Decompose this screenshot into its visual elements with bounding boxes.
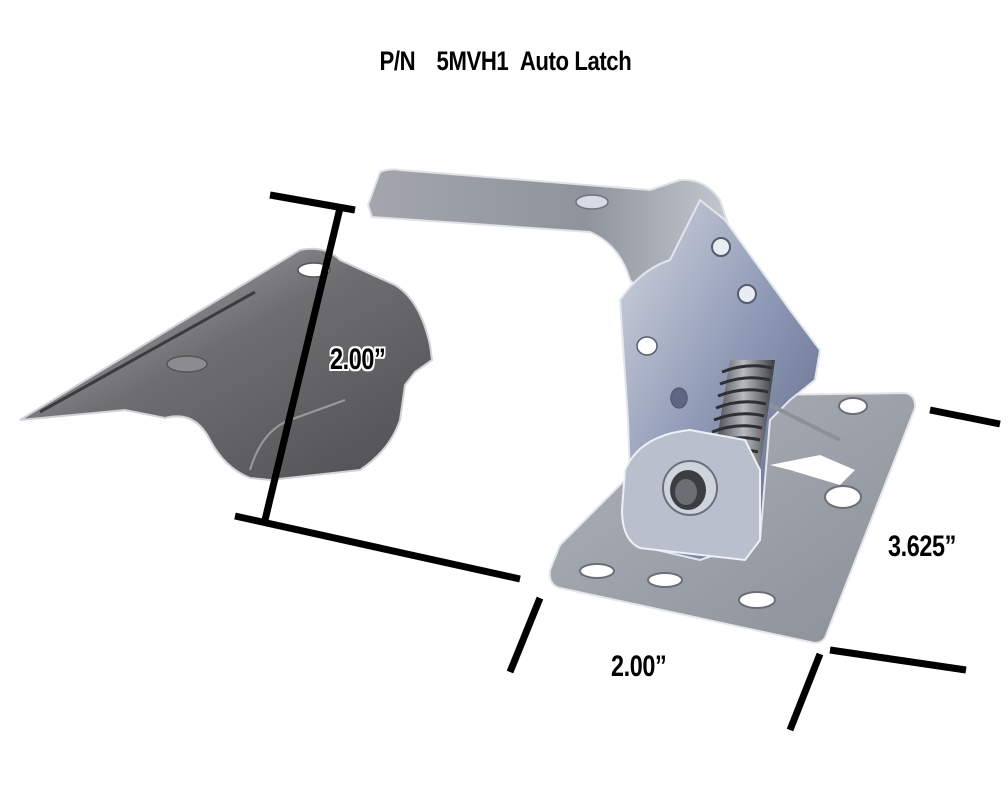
height-dimension-top-tick — [269, 191, 356, 214]
spring-latch-assembly — [366, 168, 917, 644]
depth-dimension-label: 3.625” — [888, 530, 956, 563]
title-product-name: Auto Latch — [519, 46, 632, 76]
width-dimension-left-tick — [506, 596, 544, 674]
width-dimension-label: 2.00” — [611, 650, 667, 683]
depth-dimension-bottom-tick — [829, 646, 967, 674]
height-dimension-bottom-tick — [234, 512, 521, 583]
title-prefix: P/N — [379, 46, 416, 76]
title-part-number: 5MVH1 — [436, 46, 509, 76]
height-dimension-line — [261, 207, 344, 521]
height-dimension-label: 2.00” — [330, 343, 386, 376]
width-dimension-right-tick — [786, 652, 824, 732]
page-title: P/N 5MVH1 Auto Latch — [92, 46, 919, 77]
dimension-lines — [234, 191, 1001, 732]
depth-dimension-top-tick — [929, 406, 1001, 428]
